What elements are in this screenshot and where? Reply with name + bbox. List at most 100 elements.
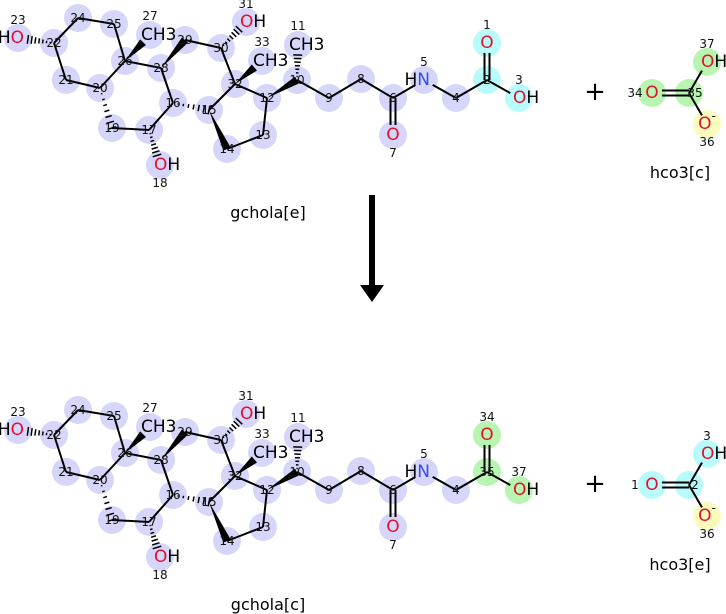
atom-number: 5 <box>420 55 428 69</box>
atom-28: 28 <box>153 61 168 75</box>
atom-number: 25 <box>106 17 121 31</box>
atom-symbol: CH3 <box>289 427 324 447</box>
single-bond <box>99 452 126 481</box>
single-bond <box>124 60 162 69</box>
atom-symbol: CH3 <box>253 443 288 463</box>
wedge-bond <box>125 39 146 61</box>
single-bond <box>113 415 126 454</box>
atom-20: 20 <box>92 81 107 95</box>
single-bond <box>113 23 126 62</box>
atom-number: 28 <box>153 453 168 467</box>
atom-number: 24 <box>70 11 85 25</box>
single-bond <box>65 79 101 89</box>
single-bond <box>77 409 115 417</box>
atom-9: 9 <box>325 483 333 497</box>
atom-number: 35 <box>687 86 702 100</box>
single-bond <box>360 78 394 99</box>
atom-number: 10 <box>289 465 304 479</box>
atom-number: 33 <box>254 35 269 49</box>
atom-highlight-circle <box>505 84 533 112</box>
atom-number: 29 <box>177 425 192 439</box>
atom-21: 21 <box>58 73 73 87</box>
atom-number: 12 <box>259 483 274 497</box>
atom-number: 16 <box>165 488 180 502</box>
atom-17: 17 <box>141 515 156 529</box>
atom-symbol: CH3 <box>141 417 176 437</box>
atom-labels: O12OH34HN56O78910CH311121314151617OH1819… <box>0 0 726 190</box>
atom-number: 18 <box>152 176 167 190</box>
atom-number: 21 <box>58 465 73 479</box>
atom-number: 8 <box>357 72 365 86</box>
single-bond <box>53 17 79 44</box>
atom-highlight-circle <box>136 21 164 49</box>
hash-bond <box>149 524 162 550</box>
atom-number: 17 <box>141 515 156 529</box>
atom-symbol: OH <box>154 155 180 175</box>
single-bond <box>455 79 488 99</box>
atom-highlight-circle <box>693 110 721 138</box>
wedge-bond <box>125 431 146 453</box>
atom-highlight-circle <box>284 423 312 451</box>
atom-32: 32 <box>227 469 242 483</box>
bonds <box>26 17 703 158</box>
single-bond <box>124 452 162 461</box>
atom-number: 35 <box>479 465 494 479</box>
atom-26: 26 <box>117 446 132 460</box>
atom-number: 11 <box>290 19 305 33</box>
atom-number: 11 <box>290 411 305 425</box>
atom-number: 3 <box>703 429 711 443</box>
hash-bond <box>26 426 52 436</box>
atom-1: O1 <box>480 18 493 53</box>
atom-8: 8 <box>357 72 365 86</box>
atom-number: 10 <box>289 73 304 87</box>
atom-34: O34 <box>479 410 494 445</box>
wedge-bond <box>267 468 300 490</box>
atom-number: 9 <box>325 91 333 105</box>
wedge-bond <box>161 37 189 68</box>
atom-24: 24 <box>70 403 85 417</box>
atom-highlight-circle <box>473 421 501 449</box>
atom-24: 24 <box>70 11 85 25</box>
atom-highlight-circle <box>248 47 276 75</box>
atom-2: 2 <box>691 478 699 492</box>
atom-36: O-36 <box>698 501 716 541</box>
atom-number: 37 <box>511 465 526 479</box>
atom-number: 2 <box>483 73 491 87</box>
wedge-bond <box>209 502 231 543</box>
atom-number: 27 <box>142 9 157 23</box>
single-bond <box>160 459 174 496</box>
atom-10: 10 <box>289 465 304 479</box>
atom-number: 1 <box>631 478 639 492</box>
atom-symbol: OH <box>513 480 539 500</box>
atom-number: 15 <box>201 103 216 117</box>
plus-sign: + <box>584 77 606 107</box>
single-bond <box>688 92 703 116</box>
atom-9: 9 <box>325 91 333 105</box>
atom-symbol: O <box>645 83 658 103</box>
atom-22: 22 <box>46 36 61 50</box>
plus-sign: + <box>584 469 606 499</box>
atom-highlight-circle <box>693 48 721 76</box>
single-bond <box>392 84 416 99</box>
atom-4: 4 <box>452 91 460 105</box>
atom-29: 29 <box>177 33 192 47</box>
atom-symbol: O- <box>698 109 716 134</box>
atom-number: 1 <box>483 18 491 32</box>
atom-number: 8 <box>357 464 365 478</box>
atom-number: 17 <box>141 123 156 137</box>
atom-number: 31 <box>238 389 253 403</box>
single-bond <box>184 39 222 49</box>
atom-number: 21 <box>58 73 73 87</box>
hash-bond <box>26 34 52 44</box>
atom-highlight-circle <box>284 31 312 59</box>
atom-highlight-circle <box>4 416 32 444</box>
atom-symbol: O <box>645 475 658 495</box>
atom-symbol: OH <box>701 444 726 464</box>
atom-7: O7 <box>386 125 399 160</box>
hash-bond <box>293 54 303 78</box>
